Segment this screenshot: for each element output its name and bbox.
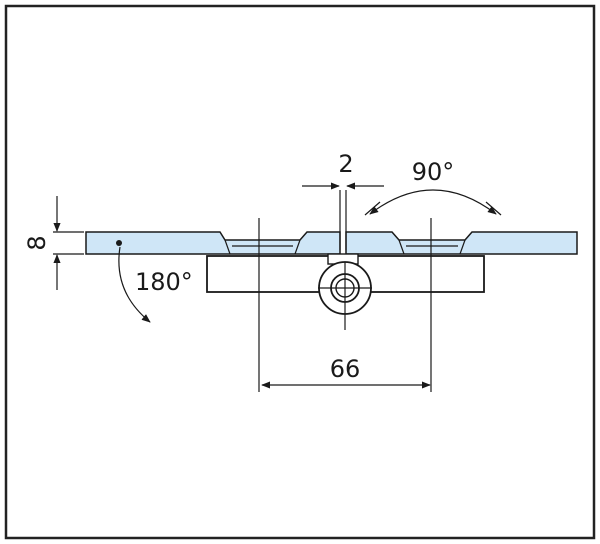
swing-angle-label: 180° — [135, 268, 193, 296]
dimension-thickness: 8 — [23, 196, 61, 290]
angle-open: 90° — [364, 158, 502, 216]
angle-swing: 180° — [116, 240, 193, 323]
drawing-frame — [4, 4, 596, 540]
hinge-body — [206, 253, 485, 330]
gap-label: 2 — [338, 150, 353, 178]
glass-panel-left — [85, 231, 341, 255]
open-angle-label: 90° — [412, 158, 455, 186]
thickness-label: 8 — [23, 235, 51, 250]
extension-lines — [53, 190, 432, 392]
width-label: 66 — [330, 355, 361, 383]
glass-panels — [85, 231, 578, 255]
glass-panel-right — [345, 231, 578, 255]
dimension-gap: 2 — [302, 150, 384, 190]
dimension-width: 66 — [261, 355, 431, 389]
